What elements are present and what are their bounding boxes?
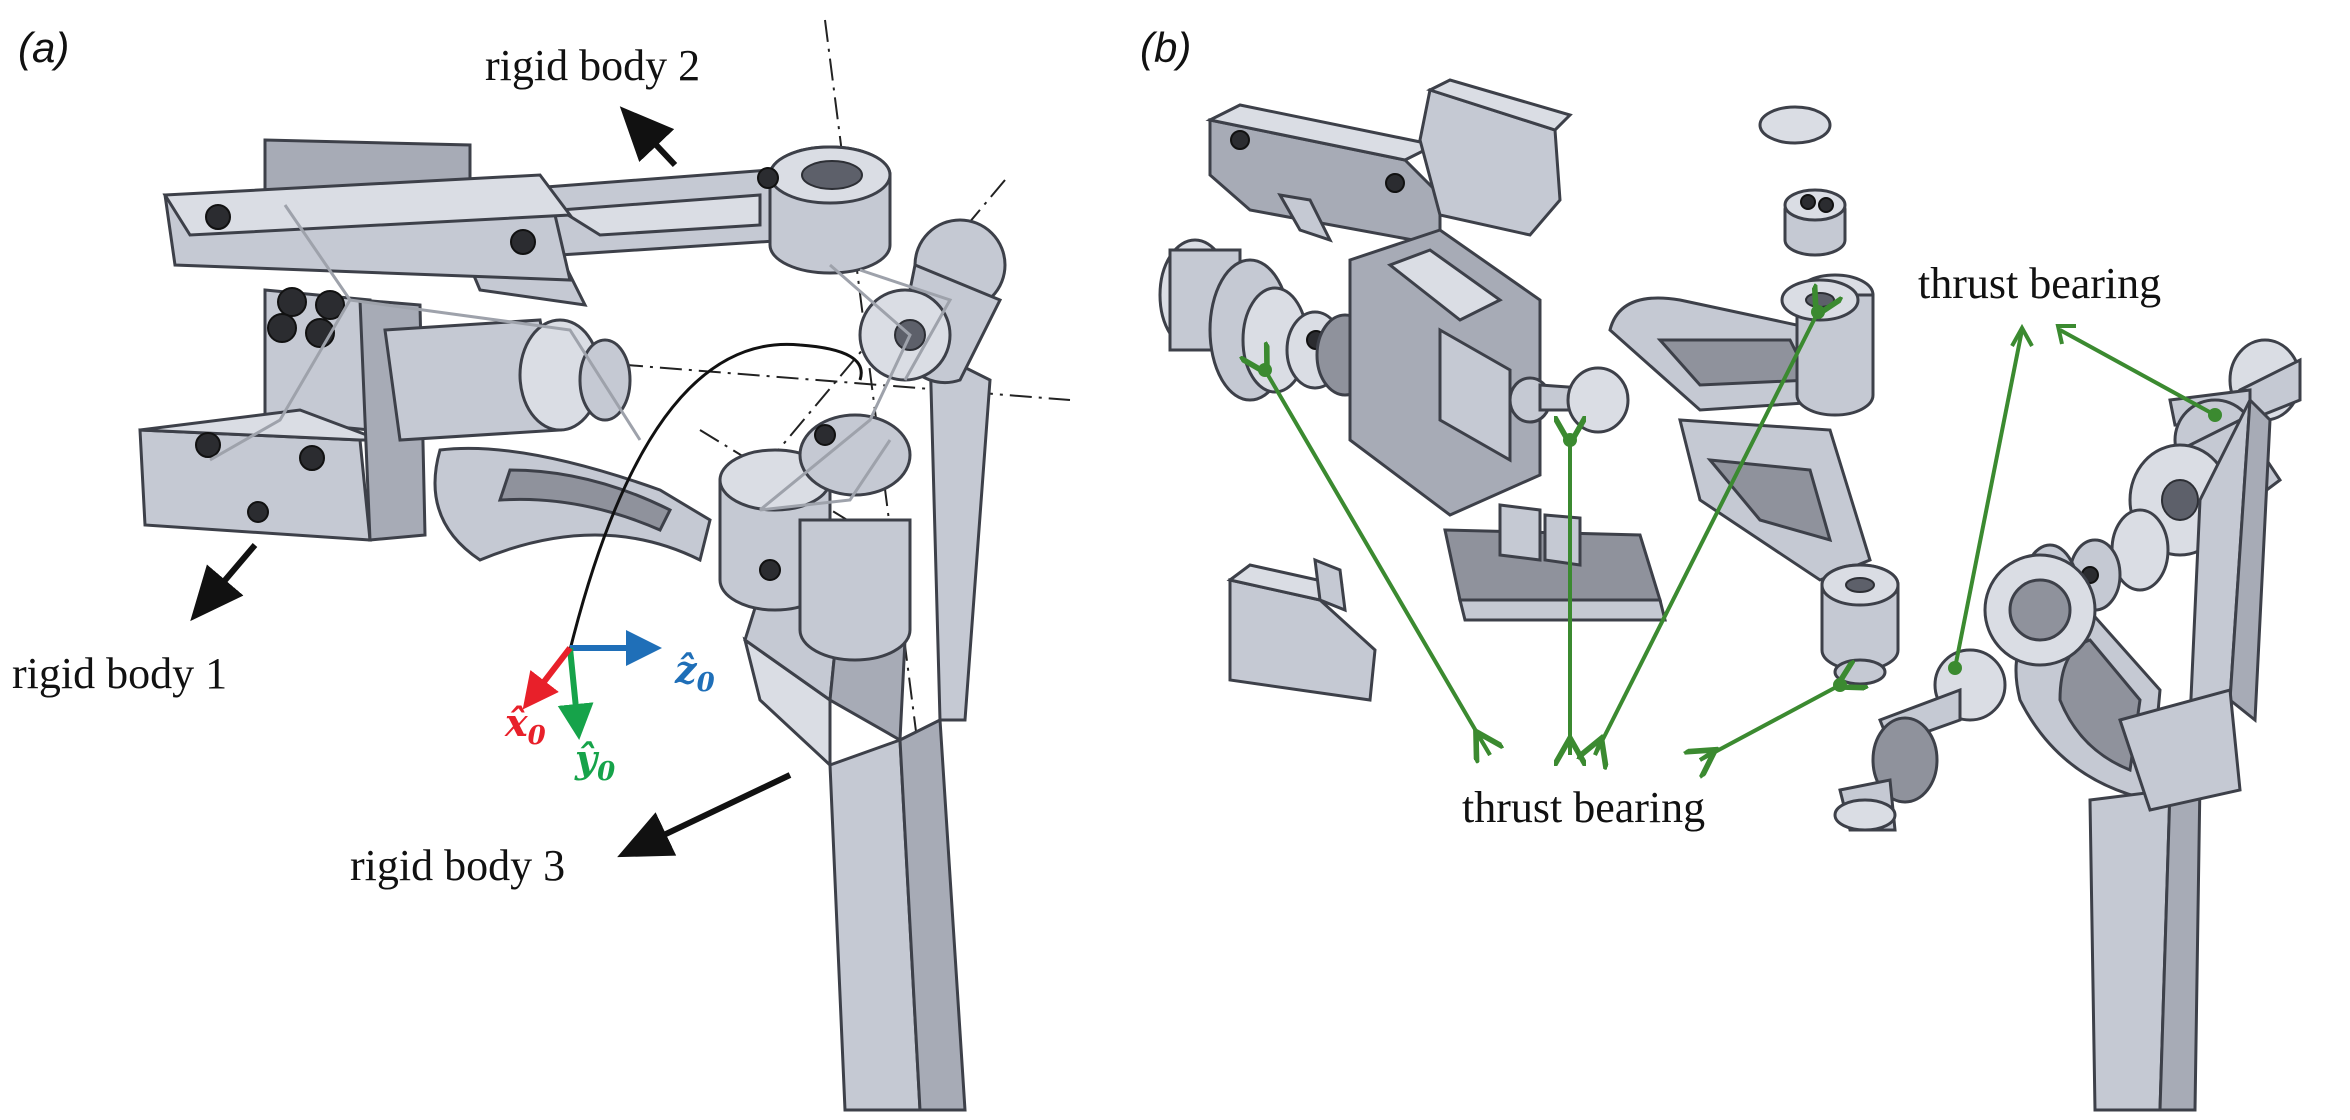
panel-a-label: (a) <box>18 24 69 71</box>
right-assembly-b <box>1833 338 2302 1112</box>
trajectory-curve <box>568 342 863 651</box>
rigid-body-1 <box>138 138 573 542</box>
rigid-body-1-arrow <box>190 543 258 622</box>
frame-axes: ẑ0 ŷ0 x̂0 <box>504 630 715 787</box>
rigid-body-2-arrow <box>619 106 678 168</box>
thrust-arrows-right <box>1948 323 2222 675</box>
thrust-arrows-left <box>1258 305 1847 760</box>
top-bracket <box>1205 78 1573 247</box>
x-axis-arrow <box>522 646 573 710</box>
panel-a: (a) <box>12 19 1071 1112</box>
thrust-arrow-6 <box>2059 328 2216 417</box>
x-axis-label: x̂0 <box>504 700 546 751</box>
middle-link-b <box>1608 273 1900 686</box>
z-axis-label: ẑ0 <box>674 647 715 698</box>
y-axis-label: ŷ0 <box>574 736 615 787</box>
rigid-body-2-label: rigid body 2 <box>485 41 700 90</box>
rigid-body-3-arrow <box>617 772 792 858</box>
bottom-bracket <box>1226 503 1667 702</box>
rigid-body-3-label: rigid body 3 <box>350 841 565 890</box>
kinematic-skeleton <box>209 204 953 512</box>
callouts-a: rigid body 2 rigid body 1 rigid body 3 <box>12 41 792 890</box>
thrust-bearing-label-right: thrust bearing <box>1918 259 2161 308</box>
thrust-arrow-3 <box>1593 312 1818 756</box>
panel-b-label: (b) <box>1140 24 1191 71</box>
thrust-arrow-4 <box>1699 685 1840 762</box>
rigid-body-1-label: rigid body 1 <box>12 649 227 698</box>
thrust-bearing-label-left: thrust bearing <box>1462 783 1705 832</box>
base-cylinder-a <box>718 413 912 662</box>
center-bracket <box>1348 228 1630 517</box>
caps-b <box>1758 105 1847 257</box>
thrust-arrow-1 <box>1265 370 1492 757</box>
panel-b: (b) <box>1140 24 2302 1112</box>
thrust-arrow-5 <box>1953 329 2024 669</box>
y-axis-arrow <box>557 647 594 740</box>
